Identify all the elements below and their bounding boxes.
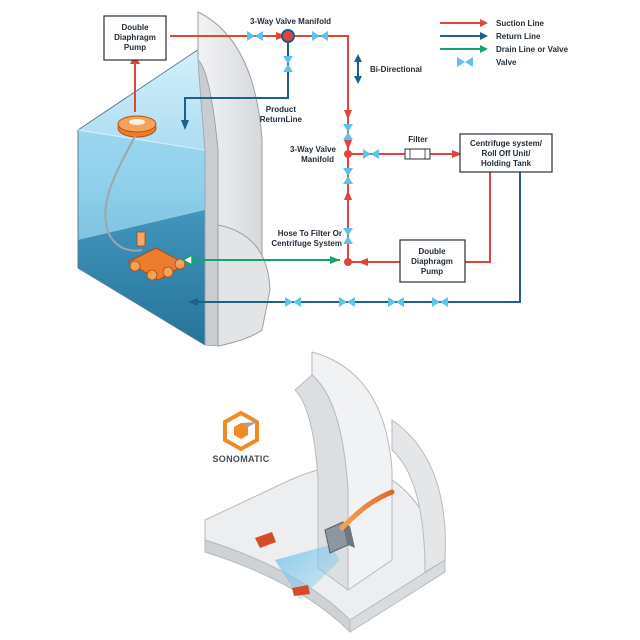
suction-arrow-up-2 <box>344 190 352 200</box>
valve-icon <box>285 297 301 307</box>
tank-base <box>217 224 271 347</box>
pump-box-bottom: Double Diaphragm Pump <box>399 239 466 283</box>
label-product: Product <box>266 105 297 114</box>
bidirectional-arrow-icon <box>354 54 362 84</box>
weld-defect-mark <box>255 532 276 548</box>
suction-arrow-centrifuge <box>452 150 462 158</box>
pump-bottom-line1: Double <box>418 247 446 256</box>
valve-icon <box>247 31 263 41</box>
valve-icon <box>312 31 328 41</box>
weld-outer-flange <box>391 419 446 573</box>
suction-line-centrifuge-down <box>465 172 491 263</box>
label-filter: Filter <box>408 135 428 144</box>
drain-arrow <box>330 256 340 264</box>
centrifuge-line3: Holding Tank <box>481 159 532 168</box>
drain-arrow-start <box>181 253 193 267</box>
legend-return: Return Line <box>440 32 541 41</box>
weld-illustration <box>204 351 446 634</box>
legend-suction: Suction Line <box>440 19 545 28</box>
tank-sludge <box>78 210 205 345</box>
legend-return-label: Return Line <box>496 32 541 41</box>
tank-edge-bottom <box>77 267 206 346</box>
label-return-line: ReturnLine <box>260 115 303 124</box>
pump-box-top: Double Diaphragm Pump <box>103 15 167 61</box>
return-arrow-down <box>181 120 189 130</box>
valve-icon <box>343 124 353 140</box>
manifold-node-bottom <box>344 258 352 266</box>
suction-hose <box>104 135 143 252</box>
tank-wall-inner <box>197 59 219 347</box>
manifold-node-mid <box>344 150 352 158</box>
ultrasonic-beam <box>275 545 340 600</box>
valve-icon <box>343 168 353 184</box>
robot-crawler-icon <box>126 231 188 281</box>
pump-top-line3: Pump <box>124 43 146 52</box>
tank-illustration <box>77 11 271 347</box>
filter-icon <box>404 148 431 160</box>
pump-top-line2: Diaphragm <box>114 33 156 42</box>
weld-defect-mark-2 <box>292 585 310 596</box>
pump-top-line1: Double <box>121 23 149 32</box>
pump-bottom-line3: Pump <box>421 267 443 276</box>
legend-drain-label: Drain Line or Valve <box>496 45 569 54</box>
sonomatic-logo: SONOMATIC <box>212 410 269 464</box>
valve-icon <box>343 228 353 244</box>
suction-arrow-down-2 <box>344 140 352 150</box>
legend-drain: Drain Line or Valve <box>440 45 569 54</box>
centrifuge-box: Centrifuge system/ Roll Off Unit/ Holdin… <box>459 133 553 173</box>
sonomatic-logo-icon <box>223 410 259 452</box>
logo-wordmark: SONOMATIC <box>212 454 269 464</box>
probe-cable <box>339 489 395 531</box>
legend-valve: Valve <box>457 57 517 67</box>
label-valve-manifold-mid-1: 3-Way Valve <box>290 145 337 154</box>
return-arrow-left <box>188 298 198 306</box>
valve-icon <box>388 297 404 307</box>
valve-icon <box>363 149 379 159</box>
suction-line-bottom <box>347 154 400 263</box>
pump-bottom-line2: Diaphragm <box>411 257 453 266</box>
pump-icon <box>117 115 157 138</box>
label-hose-1: Hose To Filter Or <box>278 229 342 238</box>
tank-edge-water <box>77 129 206 151</box>
tank-edge <box>77 44 206 131</box>
legend: Suction Line Return Line Drain Line or V… <box>440 19 569 67</box>
valve-icons <box>247 31 448 307</box>
label-valve-manifold-mid-2: Manifold <box>301 155 334 164</box>
label-valve-manifold-top: 3-Way Valve Manifold <box>250 17 331 26</box>
suction-arrow-left <box>358 258 368 266</box>
centrifuge-line1: Centrifuge system/ <box>470 139 543 148</box>
valve-icon <box>339 297 355 307</box>
centrifuge-line2: Roll Off Unit/ <box>482 149 532 158</box>
valve-icon <box>283 56 293 72</box>
label-bi-directional: Bi-Directional <box>370 65 422 74</box>
valve-icon <box>457 57 473 67</box>
label-hose-2: Centrifuge System <box>271 239 342 248</box>
legend-suction-label: Suction Line <box>496 19 545 28</box>
weld-base-edge-right <box>349 559 446 633</box>
valve-icon <box>432 297 448 307</box>
suction-arrow-down <box>344 110 352 120</box>
legend-valve-label: Valve <box>496 58 517 67</box>
manifold-node-top <box>281 29 295 43</box>
